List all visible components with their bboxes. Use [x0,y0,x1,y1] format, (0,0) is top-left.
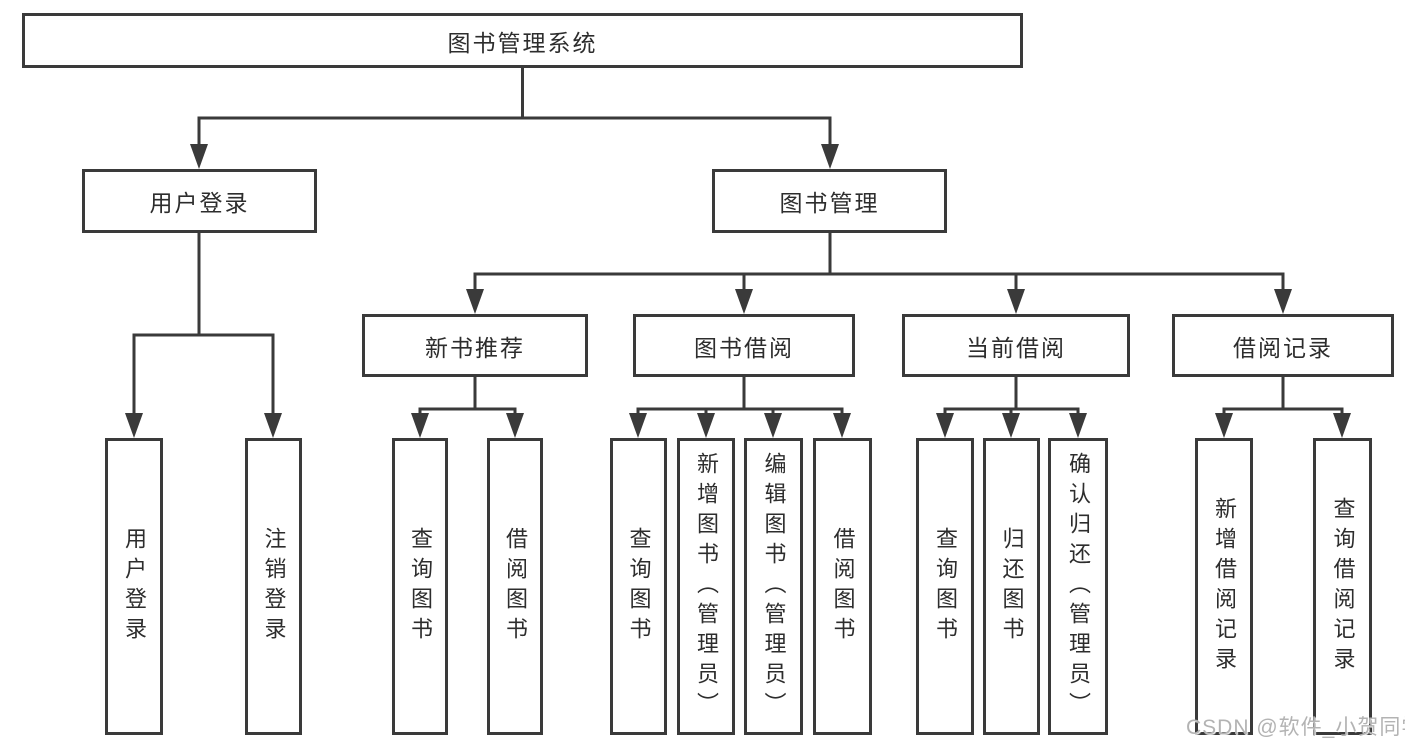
node-label: 当前借阅 [966,334,1066,361]
leaf-query-books-current: 查询图书 [916,438,974,735]
leaf-borrow-books: 借阅图书 [813,438,872,735]
node-label: 查询图书 [626,526,652,647]
node-label: 确认归还（管理员） [1066,451,1091,722]
node-book-borrow: 图书借阅 [633,314,855,377]
leaf-add-books-admin: 新增图书（管理员） [677,438,735,735]
leaf-logout: 注销登录 [245,438,302,735]
node-label: 图书借阅 [694,334,794,361]
leaf-confirm-return-admin: 确认归还（管理员） [1048,438,1108,735]
node-book-management: 图书管理 [712,169,947,233]
node-user-login: 用户登录 [82,169,317,233]
arrowheads [125,144,1351,438]
node-label: 借阅图书 [830,526,856,647]
node-label: 新增借阅记录 [1212,496,1237,677]
leaf-query-books-recommend: 查询图书 [392,438,448,735]
node-label: 借阅记录 [1233,334,1333,361]
node-label: 用户登录 [149,190,250,216]
csdn-watermark: CSDN @软件_小贺同学 [1186,716,1405,739]
leaf-borrow-books-recommend: 借阅图书 [487,438,543,735]
leaf-query-borrow-record: 查询借阅记录 [1313,438,1372,735]
leaf-edit-books-admin: 编辑图书（管理员） [744,438,803,735]
leaf-add-borrow-record: 新增借阅记录 [1195,438,1253,735]
leaf-query-books-borrow: 查询图书 [610,438,667,735]
node-label: 新书推荐 [425,334,525,361]
node-label: 注销登录 [261,526,287,647]
node-label: 图书管理 [779,190,880,216]
node-label: 图书管理系统 [447,29,598,56]
node-label: 新增图书（管理员） [694,451,719,722]
node-borrow-records: 借阅记录 [1172,314,1394,377]
node-label: 查询借阅记录 [1330,496,1356,677]
node-current-borrow: 当前借阅 [902,314,1130,377]
node-label: 编辑图书（管理员） [761,451,787,722]
leaf-return-books: 归还图书 [983,438,1040,735]
node-label: 借阅图书 [503,526,528,647]
node-label: 查询图书 [933,526,958,647]
leaf-user-login: 用户登录 [105,438,163,735]
node-label: 用户登录 [122,526,147,647]
node-library-system-root: 图书管理系统 [22,13,1023,68]
node-new-book-recommend: 新书推荐 [362,314,588,377]
node-label: 查询图书 [408,526,433,647]
node-label: 归还图书 [999,526,1025,647]
